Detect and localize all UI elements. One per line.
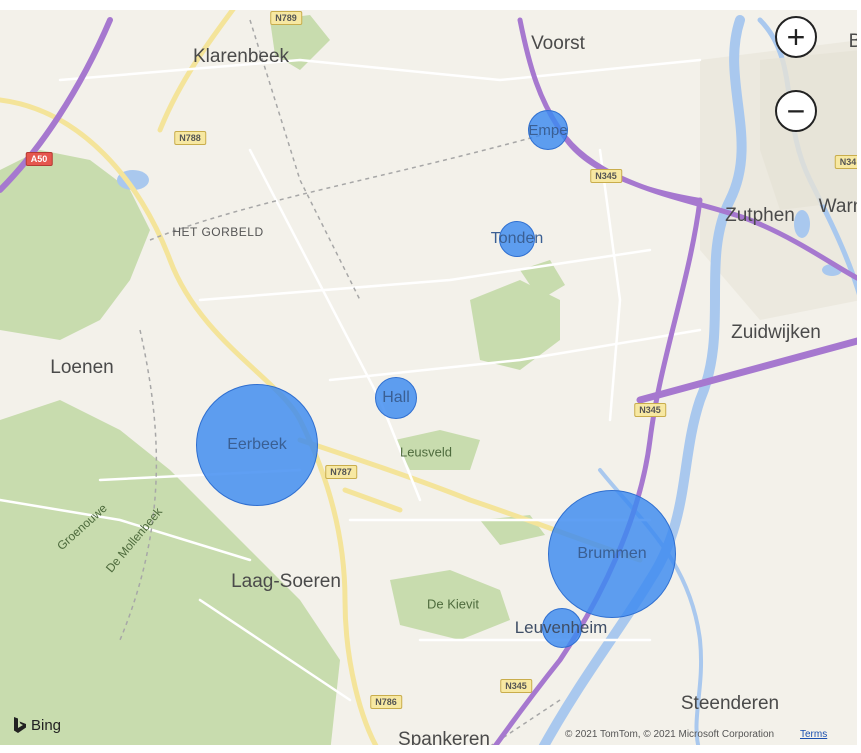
terms-link[interactable]: Terms: [800, 729, 828, 740]
area-label-leusveld: Leusveld: [399, 444, 453, 460]
bubble-eerbeek[interactable]: Eerbeek: [196, 384, 318, 506]
road-shield-n788: N788: [174, 131, 206, 145]
road-shield-n345-south: N345: [500, 679, 532, 693]
road-shield-n345-north: N345: [590, 169, 622, 183]
zoom-in-button[interactable]: +: [775, 16, 817, 58]
road-shield-n789: N789: [270, 11, 302, 25]
bubble-tonden[interactable]: Tonden: [491, 221, 543, 257]
bing-icon: [14, 717, 26, 733]
bubble-leuvenheim[interactable]: [542, 608, 582, 648]
map-top-border: [0, 0, 861, 10]
place-label-laag-soeren: Laag-Soeren: [231, 571, 341, 592]
copyright-notice: © 2021 TomTom, © 2021 Microsoft Corporat…: [565, 729, 775, 740]
place-label-loenen: Loenen: [50, 357, 114, 378]
bing-brand-text: Bing: [31, 716, 62, 734]
railways: [119, 19, 561, 753]
road-shield-n786: N786: [370, 695, 402, 709]
area-label-het-gorbeld: HET GORBELD: [172, 225, 264, 239]
urban-area-zutphen: [760, 50, 861, 210]
bubble-label-leuvenheim: Leuvenheim: [514, 618, 608, 637]
road-shield-n787: N787: [325, 465, 357, 479]
road-shield-n34x: N34: [834, 155, 861, 169]
place-label-klarenbeek: Klarenbeek: [192, 46, 290, 67]
place-label-voorst: Voorst: [531, 33, 585, 54]
place-label-zuidwijken: Zuidwijken: [731, 322, 821, 343]
zoom-out-button[interactable]: −: [775, 90, 817, 132]
forest-areas: [0, 15, 565, 753]
map-bottom-border: [0, 745, 861, 753]
bubble-empe[interactable]: Empe: [528, 110, 568, 150]
bing-logo[interactable]: Bing: [13, 716, 61, 734]
map-right-border: [857, 0, 861, 753]
road-shield-a50: A50: [25, 152, 53, 166]
road-shield-n345-mid: N345: [634, 403, 666, 417]
bubble-hall[interactable]: Hall: [375, 377, 417, 419]
area-label-de-kievit: De Kievit: [426, 596, 480, 612]
place-label-zutphen: Zutphen: [725, 205, 795, 226]
bubble-brummen[interactable]: Brummen: [548, 490, 676, 618]
place-label-steenderen: Steenderen: [680, 693, 780, 714]
place-label-spankeren: Spankeren: [398, 729, 490, 750]
place-label-warn: Warn: [818, 196, 861, 217]
